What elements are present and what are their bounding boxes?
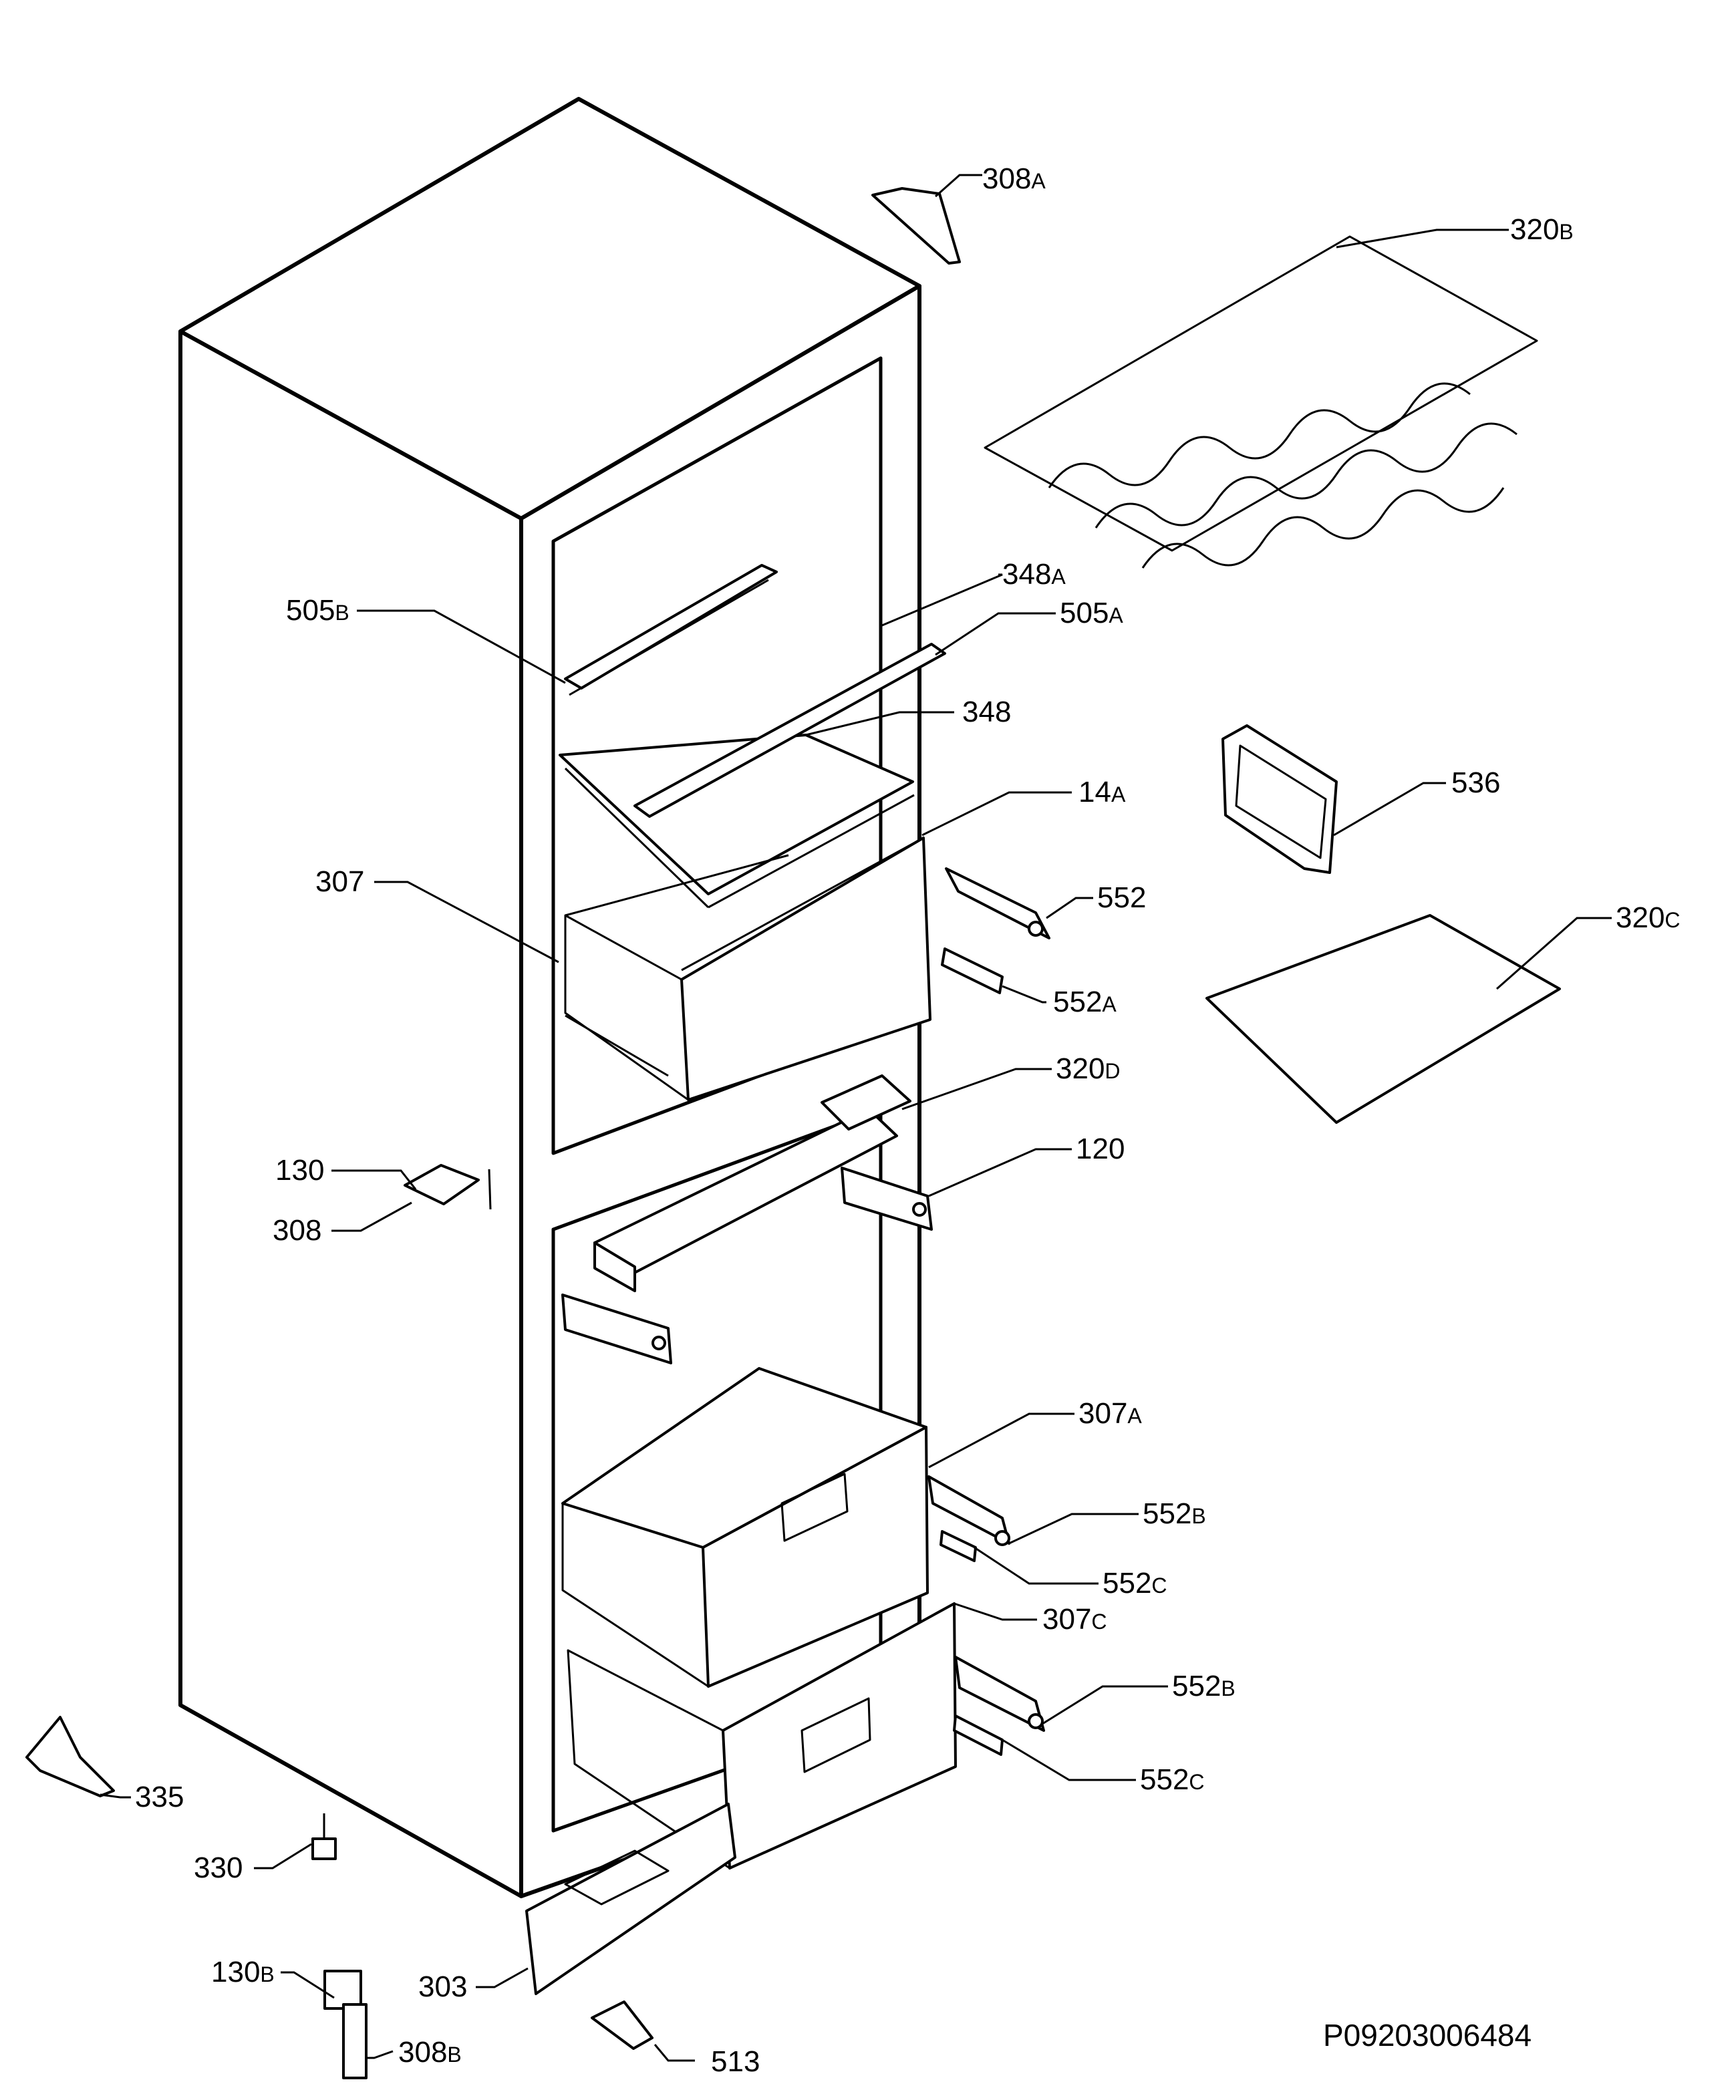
label-348: 348 bbox=[962, 696, 1011, 728]
label-552b-upper: 552B bbox=[1143, 1497, 1206, 1530]
label-307c: 307C bbox=[1042, 1603, 1107, 1636]
crisper-drawer-14a bbox=[564, 837, 931, 1101]
rail-clip-552c-lower bbox=[953, 1714, 1004, 1756]
wine-rack-320b bbox=[984, 235, 1538, 569]
glass-shelf-348 bbox=[559, 643, 946, 909]
freezer-drawer-307a bbox=[561, 1367, 929, 1688]
part-labels: 308A 320B 348A 505B 505A 348 14A 536 307… bbox=[135, 162, 1681, 2078]
label-320c: 320C bbox=[1616, 901, 1681, 934]
label-308b: 308B bbox=[398, 2036, 462, 2069]
leader-lines bbox=[100, 174, 1612, 2062]
adjustable-foot-330 bbox=[311, 1813, 337, 1860]
label-513: 513 bbox=[711, 2045, 760, 2078]
label-552a: 552A bbox=[1053, 986, 1117, 1018]
slide-rail-552 bbox=[945, 867, 1050, 939]
hinge-130 bbox=[404, 1164, 492, 1210]
bottom-hinge-130b bbox=[323, 1970, 368, 2079]
hinge-cover-308a bbox=[871, 187, 961, 265]
label-308a: 308A bbox=[982, 162, 1046, 195]
rail-clip-552c-upper bbox=[939, 1530, 977, 1562]
label-120: 120 bbox=[1076, 1133, 1125, 1165]
label-552b-lower: 552B bbox=[1172, 1670, 1236, 1702]
drawing-code: P09203006484 bbox=[1323, 2018, 1532, 2053]
part-513 bbox=[591, 2000, 654, 2050]
label-335: 335 bbox=[135, 1781, 184, 1813]
label-536: 536 bbox=[1451, 766, 1500, 799]
label-14a: 14A bbox=[1078, 776, 1126, 808]
label-307: 307 bbox=[315, 865, 364, 898]
rail-clip-552a bbox=[941, 947, 1004, 994]
label-130: 130 bbox=[275, 1154, 324, 1187]
label-130b: 130B bbox=[211, 1956, 275, 1988]
shelf-support-120 bbox=[561, 1167, 933, 1364]
shelf-trim-505b bbox=[564, 564, 778, 696]
label-320b: 320B bbox=[1510, 213, 1574, 246]
plinth-303 bbox=[525, 1803, 736, 1995]
label-552c-lower: 552C bbox=[1140, 1763, 1205, 1796]
label-307a: 307A bbox=[1078, 1397, 1142, 1430]
label-505b: 505B bbox=[286, 594, 349, 627]
label-552c-upper: 552C bbox=[1103, 1567, 1167, 1600]
door-bin-frame-536 bbox=[1221, 724, 1338, 874]
freezer-shelf-320d bbox=[593, 1074, 911, 1292]
label-330: 330 bbox=[194, 1851, 243, 1884]
label-320d: 320D bbox=[1056, 1052, 1121, 1085]
foot-335 bbox=[25, 1716, 115, 1797]
grille-shelf-320c bbox=[1205, 914, 1561, 1124]
label-303: 303 bbox=[418, 1970, 467, 2003]
label-552: 552 bbox=[1097, 881, 1146, 914]
label-505a: 505A bbox=[1060, 597, 1123, 629]
label-348a: 348A bbox=[1002, 558, 1066, 591]
slide-rail-552b-lower bbox=[954, 1656, 1045, 1732]
label-308: 308 bbox=[273, 1214, 321, 1247]
